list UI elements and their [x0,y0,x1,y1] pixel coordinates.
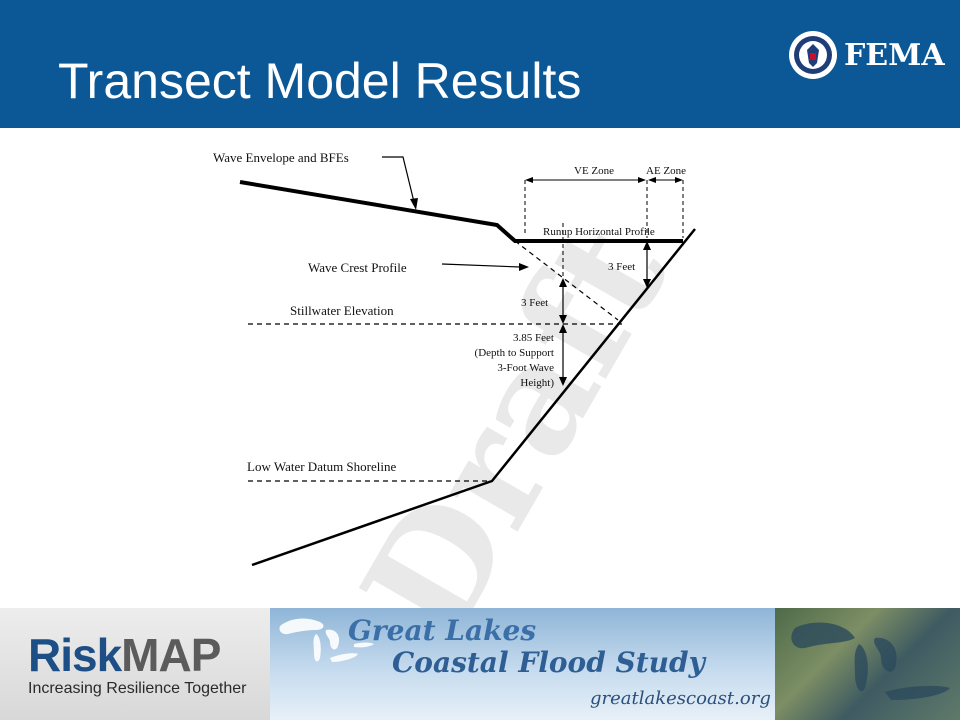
satellite-lakes-icon [791,622,950,700]
wave-envelope-leader [382,156,415,203]
low-water-label: Low Water Datum Shoreline [247,459,396,474]
depth-label-line1: 3.85 Feet [513,332,554,344]
riskmap-tagline: Increasing Resilience Together [28,680,247,697]
wave-envelope-label: Wave Envelope and BFEs [213,150,349,165]
three-feet-upper-arrow-top [643,241,651,250]
depth-label-line4: Height) [520,377,554,389]
dhs-seal-icon [789,31,837,79]
study-url: greatlakescoast.org [590,688,771,709]
three-feet-upper-label: 3 Feet [608,261,635,273]
ve-zone-label: VE Zone [574,165,614,177]
wave-crest-leader-arrow [519,263,529,271]
transect-diagram: Draft Wave Envelope and BFEs VE Zone AE … [213,150,701,608]
depth-arrow-top [559,324,567,333]
riskmap-logo: RiskMAP Increasing Resilience Together [0,608,270,720]
depth-label-line3: 3-Foot Wave [497,362,554,374]
page-title: Transect Model Results [58,53,582,109]
riskmap-risk-text: Risk [28,629,122,681]
draft-watermark: Draft [329,197,701,608]
header-bar: Transect Model Results FEMA [0,0,960,128]
ve-arrowhead-left [525,177,533,183]
satellite-image [775,608,960,720]
ae-zone-label: AE Zone [646,165,686,177]
three-feet-lower-arrow-bottom [559,315,567,324]
great-lakes-banner: Great Lakes Coastal Flood Study greatlak… [270,608,775,720]
three-feet-upper-arrow-bottom [643,279,651,288]
runup-profile-label: Runup Horizontal Profile [543,226,655,238]
depth-arrow-bottom [559,377,567,386]
ae-arrowhead-right [675,177,683,183]
stillwater-label: Stillwater Elevation [290,303,394,318]
wave-crest-label: Wave Crest Profile [308,260,407,275]
depth-label-line2: (Depth to Support [475,347,554,359]
fema-wordmark: FEMA [844,38,945,73]
wave-crest-dashed-line [514,240,619,321]
wave-envelope-line [239,180,683,243]
footer-banner: RiskMAP Increasing Resilience Together G… [0,608,960,720]
riskmap-wordmark: RiskMAP [28,628,221,682]
three-feet-lower-label: 3 Feet [521,297,548,309]
wave-envelope-leader-arrow [410,198,418,210]
ve-arrowhead-right [638,177,646,183]
fema-logo: FEMA [788,30,945,86]
study-title-line1: Great Lakes [348,614,537,647]
great-lakes-map-icon [279,618,374,662]
ae-arrowhead-left [648,177,656,183]
riskmap-map-text: MAP [121,629,221,681]
study-title-line2: Coastal Flood Study [392,646,705,679]
three-feet-lower-arrow-top [559,278,567,287]
wave-crest-leader [441,263,521,268]
